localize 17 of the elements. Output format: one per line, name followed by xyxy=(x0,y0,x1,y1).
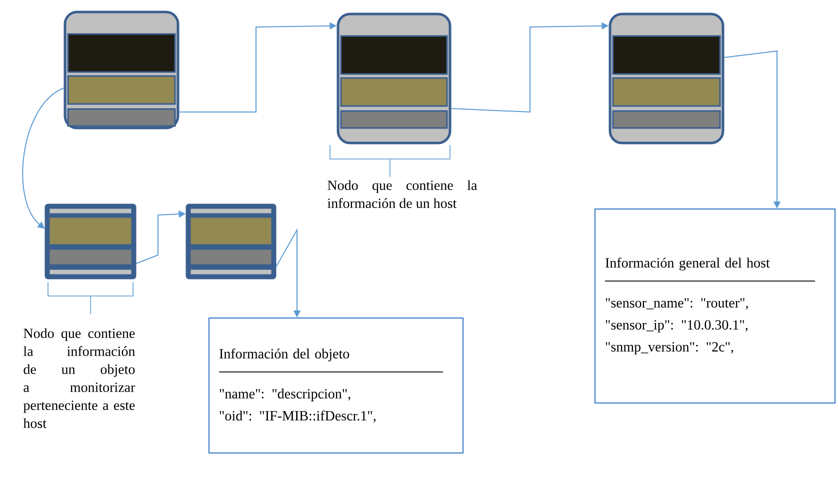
info-line: "sensor_name": "router", xyxy=(606,298,748,310)
object-drawing xyxy=(186,204,276,280)
info-line: "snmp_version": "2c", xyxy=(606,342,734,354)
info-box xyxy=(594,208,836,404)
node-caption: Nodo que contiene la información de un host xyxy=(328,180,478,208)
info-line: "sensor_ip": "10.0.30.1", xyxy=(606,320,748,332)
host-drawing xyxy=(64,10,180,130)
node-caption: Nodo que contiene la información de un objeto a monitorizar perteneciente a este host xyxy=(23,328,136,428)
info-heading: Información del objeto xyxy=(220,348,350,362)
arrow xyxy=(22,88,64,229)
object-drawing xyxy=(44,204,136,280)
info-line: "oid": "IF-MIB::ifDescr.1", xyxy=(220,410,376,422)
info-box xyxy=(208,318,464,454)
host-drawing xyxy=(608,12,724,144)
info-line: "name": "descripcion", xyxy=(220,388,350,402)
info-heading: Información general del host xyxy=(606,258,770,270)
host-drawing xyxy=(336,12,452,144)
